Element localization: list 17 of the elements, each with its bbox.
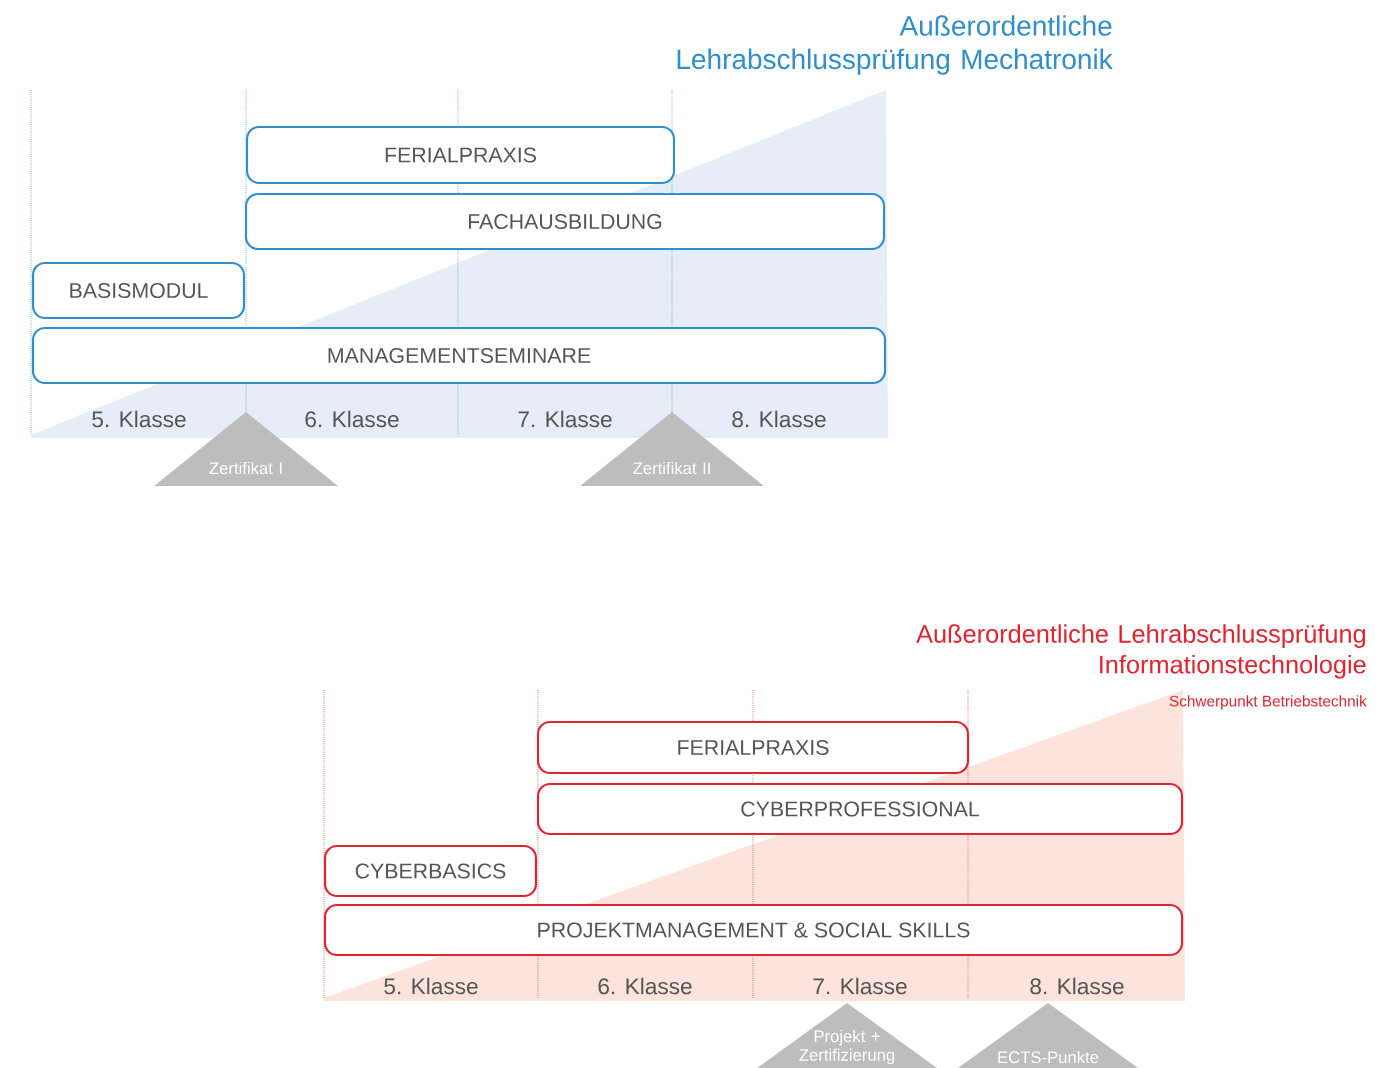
module-box: PROJEKTMANAGEMENT & SOCIAL SKILLS	[323, 903, 1184, 957]
subtitle: Schwerpunkt Betriebstechnik	[1169, 695, 1367, 710]
module-box: FACHAUSBILDUNG	[244, 192, 886, 251]
class-label: 6. Klasse	[598, 977, 692, 995]
class-label: 7. Klasse	[813, 977, 907, 995]
milestone-triangle: ECTS-Punkte	[958, 1003, 1138, 1068]
module-box: CYBERBASICS	[323, 844, 538, 898]
title: Außerordentliche Lehrabschlussprüfung Mechatronik	[677, 15, 1113, 75]
milestone-triangle: Projekt + Zertifizierung	[757, 1003, 937, 1068]
class-label: 5. Klasse	[384, 977, 478, 995]
module-box: FERIALPRAXIS	[536, 720, 970, 775]
title: Außerordentliche Lehrabschlussprüfung Informationstechnologie	[916, 624, 1366, 679]
module-box: MANAGEMENTSEMINARE	[31, 326, 887, 385]
module-box: CYBERPROFESSIONAL	[536, 782, 1184, 836]
module-box: FERIALPRAXIS	[245, 125, 676, 185]
class-label: 8. Klasse	[1030, 977, 1124, 995]
module-box: BASISMODUL	[31, 261, 246, 320]
